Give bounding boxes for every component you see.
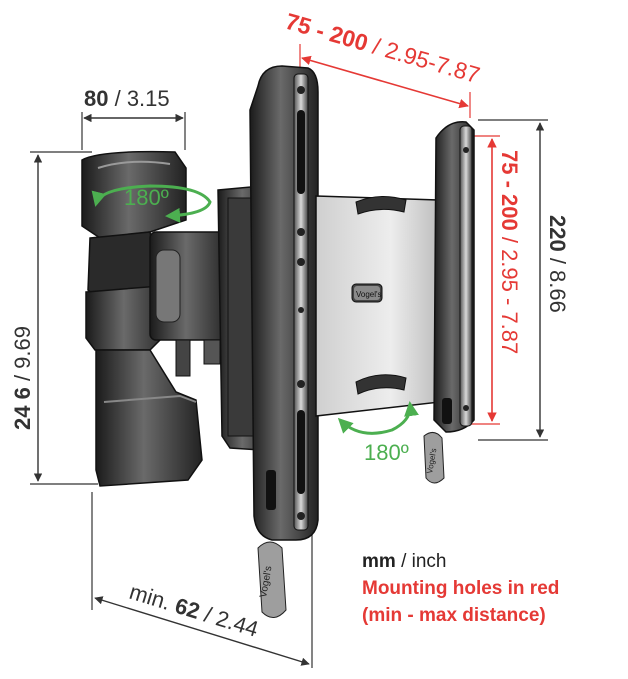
dim-height-wallplate-label: 24 6 / 9.69 xyxy=(10,326,35,430)
legend-mounting-holes: Mounting holes in red xyxy=(362,578,560,599)
vertical-rail xyxy=(249,65,319,541)
legend: mm / inch Mounting holes in red (min - m… xyxy=(362,548,559,629)
brand-tag-bottom: Vogel's xyxy=(257,541,287,618)
rotation-upper: 180º xyxy=(91,184,212,223)
legend-min-max: (min - max distance) xyxy=(362,605,546,626)
dim-vesa-vertical-label: 75 - 200 / 2.95 - 7.87 xyxy=(497,150,522,354)
brand-tag-bottom-label: Vogel's xyxy=(258,565,274,598)
dim-height-tvplate: 220 / 8.66 xyxy=(478,119,570,441)
rotation-upper-label: 180º xyxy=(124,185,169,210)
dim-height-tvplate-label: 220 / 8.66 xyxy=(545,215,570,313)
dim-width-arm-label: 80 / 3.15 xyxy=(84,86,170,111)
tv-arm-bar xyxy=(315,195,441,417)
legend-units: mm / inch xyxy=(362,551,447,572)
arm-joint xyxy=(149,231,231,377)
rotation-lower-label: 180º xyxy=(364,440,409,465)
brand-badge: Vogel's xyxy=(354,286,382,300)
rotation-lower: 180º xyxy=(337,401,419,465)
dim-height-wallplate: 24 6 / 9.69 xyxy=(10,151,98,485)
dim-width-arm: 80 / 3.15 xyxy=(81,86,186,150)
brand-badge-label: Vogel's xyxy=(356,290,382,299)
tv-plate xyxy=(433,121,475,433)
dim-vesa-vertical: 75 - 200 / 2.95 - 7.87 xyxy=(470,135,522,425)
brand-tag-right: Vogel's xyxy=(423,432,445,484)
brand-tag-right-label: Vogel's xyxy=(425,448,438,475)
dim-depth-min-label: min. 62 / 2.44 xyxy=(127,579,262,642)
